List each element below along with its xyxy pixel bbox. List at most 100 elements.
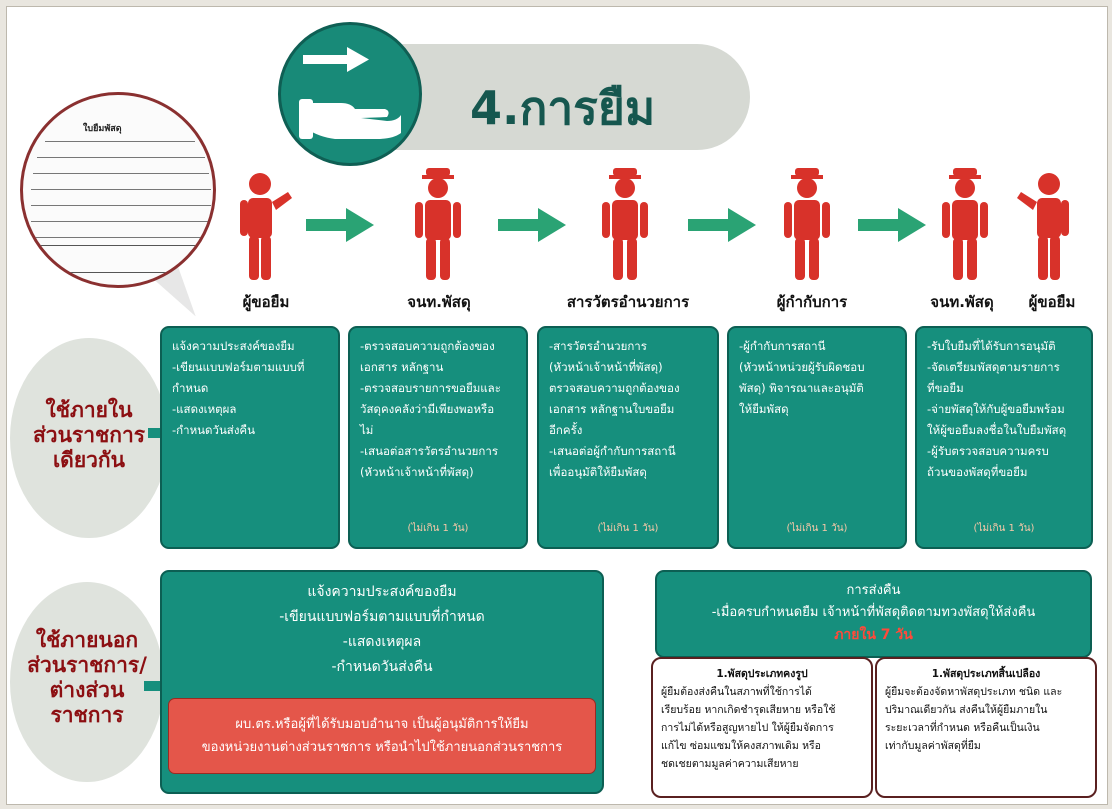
flow-arrow-icon <box>498 206 568 248</box>
flow-arrow-icon <box>688 206 758 248</box>
step-item: ให้ผู้ขอยืมลงชื่อในใบยืมพัสดุ <box>927 423 1067 437</box>
borrower-person-icon <box>1015 172 1075 282</box>
step-item: ไม่ <box>360 423 374 437</box>
durable-line: แก้ไข ซ่อมแซมให้คงสภาพเดิม หรือ <box>661 740 821 752</box>
borrow-form-image: ใบยืมพัสดุ <box>20 92 216 288</box>
consumable-return-box: 1.พัสดุประเภทสิ้นเปลือง ผู้ยืมจะต้องจัดห… <box>875 657 1097 798</box>
step-item: -ตรวจสอบรายการขอยืมและ <box>360 381 501 395</box>
officer-person-icon <box>408 166 468 280</box>
step-item: -จ่ายพัสดุให้กับผู้ขอยืมพร้อม <box>927 402 1065 416</box>
label-line: เดียวกัน <box>53 448 125 472</box>
internal-use-label: ใช้ภายใน ส่วนราชการ เดียวกัน <box>14 398 164 473</box>
step-item: -ผู้กำกับการสถานี <box>739 339 826 353</box>
step-box-superintendent: -ผู้กำกับการสถานี (หัวหน้าหน่วยผู้รับผิด… <box>727 326 907 549</box>
step-item: วัสดุคงคลังว่ามีเพียงพอหรือ <box>360 402 495 416</box>
actor-label: จนท.พัสดุ <box>930 293 994 311</box>
consumable-line: ปริมาณเดียวกัน ส่งคืนให้ผู้ยืมภายใน <box>885 704 1048 716</box>
consumable-line: ผู้ยืมจะต้องจัดหาพัสดุประเภท ชนิด และ <box>885 686 1063 698</box>
step-item: ถ้วนของพัสดุที่ขอยืม <box>927 465 1028 479</box>
label-line: ส่วนราชการ/ <box>27 653 147 677</box>
form-line <box>37 157 205 158</box>
step-item: -เสนอต่อผู้กำกับการสถานี <box>549 444 676 458</box>
duration-note: (ไม่เกิน 1 วัน) <box>407 523 469 534</box>
step-item: -กำหนดวันส่งคืน <box>331 659 433 675</box>
banner-line: ของหน่วยงานต่างส่วนราชการ หรือนำไปใช้ภาย… <box>201 740 563 755</box>
label-line: ใช้ภายใน <box>45 398 133 422</box>
form-line <box>31 189 211 190</box>
step-item: -รับใบยืมที่ได้รับการอนุมัติ <box>927 339 1056 353</box>
step-box-officer: -ตรวจสอบความถูกต้องของ เอกสาร หลักฐาน -ต… <box>348 326 528 549</box>
consumable-line: ระยะเวลาที่กำหนด หรือคืนเป็นเงิน <box>885 722 1040 734</box>
duration-note: (ไม่เกิน 1 วัน) <box>597 523 659 534</box>
form-line <box>31 221 211 222</box>
step-item: เอกสาร หลักฐาน <box>360 360 444 374</box>
step-item: -เขียนแบบฟอร์มตามแบบที่ <box>172 360 305 374</box>
step-item: กำหนด <box>172 381 209 395</box>
step-item: ที่ขอยืม <box>927 381 964 395</box>
return-box: การส่งคืน -เมื่อครบกำหนดยืม เจ้าหน้าที่พ… <box>655 570 1092 658</box>
duration-note: (ไม่เกิน 1 วัน) <box>973 523 1035 534</box>
internal-label-bg <box>10 338 168 538</box>
actor-label: สารวัตรอำนวยการ <box>566 293 690 311</box>
durable-return-box: 1.พัสดุประเภทคงรูป ผู้ยืมต้องส่งคืนในสภา… <box>651 657 873 798</box>
connector <box>148 428 164 438</box>
durable-heading: 1.พัสดุประเภทคงรูป <box>716 668 808 680</box>
form-table <box>37 245 207 273</box>
label-line: ราชการ <box>50 703 124 727</box>
step-item: -ผู้รับตรวจสอบความครบ <box>927 444 1049 458</box>
step-item: (หัวหน้าเจ้าหน้าที่พัสดุ) <box>549 360 663 374</box>
step-item: (หัวหน้าเจ้าหน้าที่พัสดุ) <box>360 465 474 479</box>
actor-label: ผู้ขอยืม <box>1028 293 1076 311</box>
step-box-inspector: -สารวัตรอำนวยการ (หัวหน้าเจ้าหน้าที่พัสด… <box>537 326 719 549</box>
external-label-bg <box>10 582 164 782</box>
step-item: -สารวัตรอำนวยการ <box>549 339 647 353</box>
step-item: -เสนอต่อสารวัตรอำนวยการ <box>360 444 499 458</box>
actor-label: จนท.พัสดุ <box>407 293 471 311</box>
superintendent-person-icon <box>777 166 837 280</box>
step-item: -ตรวจสอบความถูกต้องของ <box>360 339 495 353</box>
durable-line: การไม่ได้หรือสูญหายไป ให้ผู้ยืมจัดการ <box>661 722 834 734</box>
borrower-person-icon <box>236 172 296 282</box>
step-item: -แสดงเหตุผล <box>172 402 237 416</box>
form-line <box>33 173 209 174</box>
step-item: ตรวจสอบความถูกต้องของ <box>549 381 680 395</box>
step-item: แจ้งความประสงค์ของยืม <box>172 339 295 353</box>
step-item: -กำหนดวันส่งคืน <box>172 423 255 437</box>
form-line <box>31 205 211 206</box>
step-item: (หัวหน้าหน่วยผู้รับผิดชอบ <box>739 360 865 374</box>
step-item: ให้ยืมพัสดุ <box>739 402 789 416</box>
officer-person-icon <box>935 166 995 280</box>
consumable-line: เท่ากับมูลค่าพัสดุที่ยืม <box>885 740 981 752</box>
step-item: อีกครั้ง <box>549 423 583 437</box>
page-title: 4.การยืม <box>470 81 656 135</box>
flow-arrow-icon <box>306 206 376 248</box>
return-heading: การส่งคืน <box>846 583 901 598</box>
return-deadline: ภายใน 7 วัน <box>834 627 913 643</box>
step-item: เพื่ออนุมัติให้ยืมพัสดุ <box>549 465 647 479</box>
inspector-person-icon <box>595 166 655 280</box>
step-item: แจ้งความประสงค์ของยืม <box>307 584 457 600</box>
step-item: -แสดงเหตุผล <box>342 634 422 650</box>
step-box-officer-issue: -รับใบยืมที่ได้รับการอนุมัติ -จัดเตรียมพ… <box>915 326 1093 549</box>
label-line: ส่วนราชการ <box>32 423 146 447</box>
duration-note: (ไม่เกิน 1 วัน) <box>786 523 848 534</box>
external-use-label: ใช้ภายนอก ส่วนราชการ/ ต่างส่วน ราชการ <box>12 628 162 728</box>
step-item: พัสดุ) พิจารณาและอนุมัติ <box>739 381 864 395</box>
actor-label: ผู้กำกับการ <box>776 293 848 311</box>
durable-line: เรียบร้อย หากเกิดชำรุดเสียหาย หรือใช้ <box>661 704 836 716</box>
label-line: ต่างส่วน <box>49 678 125 702</box>
actor-label: ผู้ขอยืม <box>242 293 290 311</box>
durable-line: ชดเชยตามมูลค่าความเสียหาย <box>661 758 799 770</box>
approval-authority-banner: ผบ.ตร.หรือผู้ที่ได้รับมอบอำนาจ เป็นผู้อน… <box>168 698 596 774</box>
durable-line: ผู้ยืมต้องส่งคืนในสภาพที่ใช้การได้ <box>661 686 812 698</box>
step-item: -จัดเตรียมพัสดุตามรายการ <box>927 360 1060 374</box>
step-item: เอกสาร หลักฐานใบขอยืม <box>549 402 675 416</box>
step-box-borrower: แจ้งความประสงค์ของยืม -เขียนแบบฟอร์มตามแ… <box>160 326 340 549</box>
lend-hand-icon <box>278 22 422 166</box>
form-heading: ใบยืมพัสดุ <box>83 124 122 134</box>
connector <box>144 681 162 691</box>
label-line: ใช้ภายนอก <box>35 628 139 652</box>
banner-line: ผบ.ตร.หรือผู้ที่ได้รับมอบอำนาจ เป็นผู้อน… <box>235 717 529 732</box>
step-item: -เขียนแบบฟอร์มตามแบบที่กำหนด <box>279 609 485 625</box>
